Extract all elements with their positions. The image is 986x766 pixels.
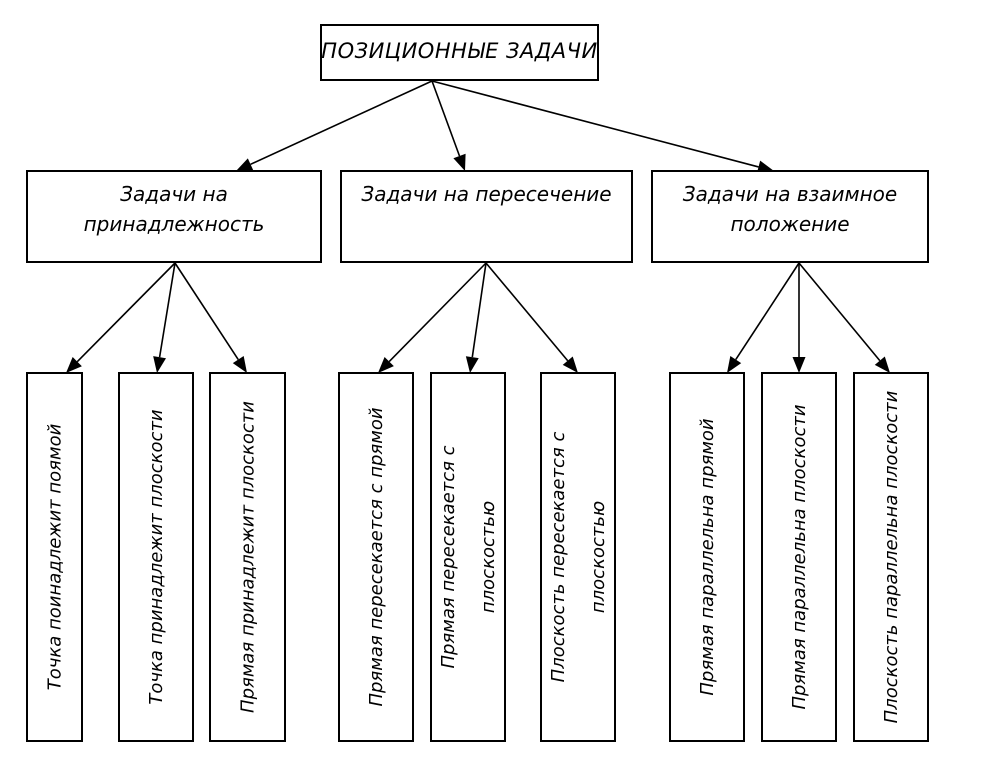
edge-membership-to-m2 [153, 262, 176, 373]
edge-root-to-intersection [431, 80, 466, 171]
edge-line [250, 80, 433, 166]
edge-line [735, 262, 800, 361]
arrowhead-icon [792, 357, 806, 373]
root-node-text-group: ПОЗИЦИОННЫЕ ЗАДАЧИ [321, 39, 597, 63]
category-node-intersection-label: Задачи на пересечение [361, 182, 611, 206]
edge-root-to-relative-position [431, 80, 774, 174]
leaf-node-m1-text-group: Точка поинадлежит поямой [45, 423, 66, 690]
edges [66, 80, 890, 373]
arrowhead-icon [453, 153, 466, 171]
leaf-node-i3: Плоскость пересекается с плоскостью [540, 372, 616, 742]
leaf-node-i1-text-group: Прямая пересекается с прямой [366, 407, 387, 706]
category-node-membership-text-group: Задачи на принадлежность [84, 182, 265, 236]
edge-line [388, 262, 487, 363]
leaf-node-m1-label: Точка поинадлежит поямой [45, 423, 66, 690]
leaf-node-i3-frame [540, 372, 616, 742]
edge-intersection-to-i3 [485, 262, 578, 373]
edge-membership-to-m3 [174, 262, 247, 373]
leaf-node-r2: Прямая параллельна плоскости [761, 372, 837, 742]
arrowhead-icon [562, 356, 578, 373]
leaf-node-r3-label: Плоскость параллельна плоскости [881, 390, 902, 723]
arrowhead-icon [465, 356, 479, 373]
arrowhead-icon [874, 356, 890, 373]
leaf-node-r2-text-group: Прямая параллельна плоскости [789, 404, 810, 709]
leaf-node-i2-label: Прямая пересекается с [438, 445, 459, 668]
edge-line [174, 262, 239, 361]
category-node-relative-position-text-group: Задачи на взаимное положение [683, 182, 897, 236]
arrowhead-icon [153, 356, 166, 373]
edge-relative-position-to-r2 [792, 263, 806, 373]
leaf-node-m1: Точка поинадлежит поямой [26, 372, 83, 742]
edge-intersection-to-i1 [378, 262, 487, 373]
root-node: ПОЗИЦИОННЫЕ ЗАДАЧИ [320, 24, 599, 81]
leaf-node-i3-label: плоскостью [588, 501, 609, 613]
edge-intersection-to-i2 [465, 262, 487, 373]
leaf-node-i2-text-group: Прямая пересекается с плоскостью [438, 445, 499, 668]
leaf-node-r3: Плоскость параллельна плоскости [853, 372, 929, 742]
leaf-node-r1-frame [669, 372, 745, 742]
leaf-node-r1: Прямая параллельна прямой [669, 372, 745, 742]
leaf-node-m3-frame [209, 372, 286, 742]
leaf-node-i3-text-group: Плоскость пересекается с плоскостью [548, 432, 609, 683]
arrowhead-icon [236, 158, 254, 171]
leaf-node-m2: Точка принадлежит плоскости [118, 372, 194, 742]
nodes: ПОЗИЦИОННЫЕ ЗАДАЧИ Задачи на принадлежност… [26, 24, 929, 742]
leaf-node-m2-text-group: Точка принадлежит плоскости [146, 409, 167, 705]
leaf-node-m2-label: Точка принадлежит плоскости [146, 409, 167, 705]
leaf-node-m3-text-group: Прямая принадлежит плоскости [238, 401, 259, 713]
leaf-node-r2-frame [761, 372, 837, 742]
category-node-intersection-frame [340, 170, 633, 263]
category-node-membership-frame [26, 170, 322, 263]
leaf-node-i3-label: Плоскость пересекается с [548, 432, 569, 683]
leaf-node-i2: Прямая пересекается с плоскостью [430, 372, 506, 742]
leaf-node-m3: Прямая принадлежит плоскости [209, 372, 286, 742]
edge-line [485, 262, 569, 362]
category-node-relative-position-label: Задачи на взаимное [683, 182, 897, 206]
category-node-relative-position-label: положение [730, 212, 849, 236]
arrowhead-icon [727, 356, 742, 373]
edge-line [798, 262, 881, 362]
leaf-node-m3-label: Прямая принадлежит плоскости [238, 401, 259, 713]
leaf-node-i2-frame [430, 372, 506, 742]
leaf-node-i2-label: плоскостью [478, 501, 499, 613]
edge-membership-to-m1 [66, 262, 176, 373]
edge-line [431, 80, 759, 168]
edge-line [76, 262, 176, 363]
leaf-node-i1: Прямая пересекается с прямой [338, 372, 414, 742]
arrowhead-icon [66, 357, 82, 373]
leaf-node-r2-label: Прямая параллельна плоскости [789, 404, 810, 709]
leaf-node-r3-frame [853, 372, 929, 742]
leaf-node-r1-label: Прямая параллельна прямой [697, 418, 718, 696]
category-node-relative-position-frame [651, 170, 929, 263]
edge-line [158, 262, 176, 358]
root-node-frame [320, 24, 599, 81]
edge-relative-position-to-r3 [798, 262, 890, 373]
leaf-node-i1-frame [338, 372, 414, 742]
leaf-node-m2-frame [118, 372, 194, 742]
arrowhead-icon [232, 356, 247, 373]
root-node-label: ПОЗИЦИОННЫЕ ЗАДАЧИ [321, 39, 597, 63]
edge-line [431, 80, 461, 157]
leaf-node-r3-text-group: Плоскость параллельна плоскости [881, 390, 902, 723]
leaf-node-r1-text-group: Прямая параллельна прямой [697, 418, 718, 696]
leaf-node-m1-frame [26, 372, 83, 742]
category-node-relative-position: Задачи на взаимное положение [651, 170, 929, 263]
edge-line [471, 262, 487, 358]
category-node-membership: Задачи на принадлежность [26, 170, 322, 263]
arrowhead-icon [378, 357, 394, 373]
category-node-intersection-text-group: Задачи на пересечение [361, 182, 611, 206]
edge-root-to-membership [236, 80, 433, 171]
category-node-intersection: Задачи на пересечение [340, 170, 633, 263]
category-node-membership-label: принадлежность [84, 212, 265, 236]
edge-relative-position-to-r1 [727, 262, 800, 373]
category-node-membership-label: Задачи на [120, 182, 228, 206]
leaf-node-i1-label: Прямая пересекается с прямой [366, 407, 387, 706]
